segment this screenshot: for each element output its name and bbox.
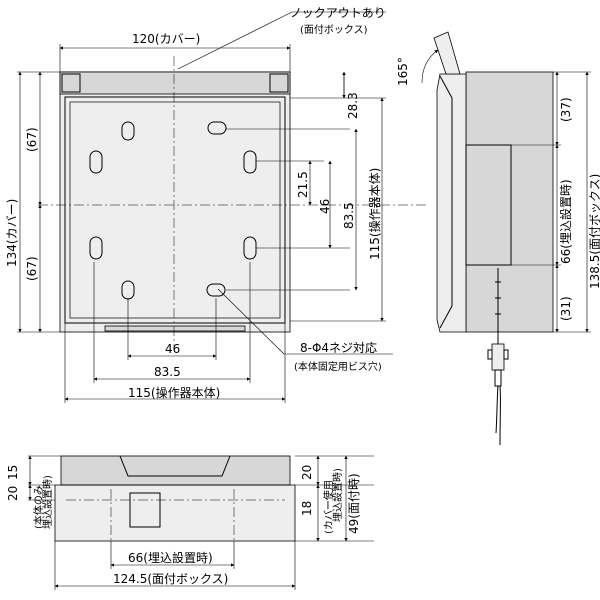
side-lever bbox=[433, 31, 461, 75]
cable-bottom bbox=[495, 385, 501, 446]
bottom-view bbox=[54, 455, 296, 542]
side-front-edge bbox=[439, 75, 453, 329]
side-view: 165° bbox=[396, 31, 554, 446]
side-angle-arc bbox=[421, 49, 439, 84]
screw-label: 8-Φ4ネジ対応 bbox=[300, 341, 377, 355]
slot-mid-left-lower bbox=[89, 236, 103, 260]
knock-out-sub-label: (面付ボックス) bbox=[300, 23, 368, 36]
dim-83-5-h-label: 83.5 bbox=[154, 365, 181, 379]
side-66-label: 66(埋込設置時) bbox=[558, 179, 573, 264]
side-31-label: (31) bbox=[559, 296, 573, 321]
front-inner-panel bbox=[64, 96, 286, 324]
dim-115-v-label: 115(操作器本体) bbox=[367, 168, 382, 260]
front-corner-right bbox=[269, 73, 289, 93]
bottom-dimensions: 20 15 (本体のみ 埋込設置時) 20 18 (カバー使用 埋込設置時) 4… bbox=[6, 455, 374, 590]
bottom-49-label: 49(面付時) bbox=[347, 473, 361, 534]
side-knockout bbox=[465, 144, 512, 266]
slot-mid-right-upper bbox=[243, 150, 257, 174]
bottom-left-note-1: (本体のみ bbox=[32, 485, 45, 529]
bottom-66-label: 66(埋込設置時) bbox=[128, 550, 213, 565]
dim-46-h-label: 46 bbox=[165, 342, 180, 356]
front-dimensions: 120(カバー) 134(カバー) (67) (67) 28.3 21.5 46… bbox=[5, 6, 393, 403]
bottom-18-label: 18 bbox=[300, 501, 314, 516]
connector bbox=[491, 343, 505, 371]
cover-height-label: 134(カバー) bbox=[5, 199, 19, 267]
bottom-15-label: 15 bbox=[6, 465, 20, 480]
bottom-center-port bbox=[129, 492, 161, 528]
slot-top-left bbox=[121, 121, 135, 141]
screw-sub-label: (本体固定用ビス穴) bbox=[294, 360, 382, 373]
bottom-20-right-label: 20 bbox=[300, 465, 314, 480]
front-top-strip bbox=[59, 71, 291, 95]
slot-top-right bbox=[207, 121, 227, 135]
front-outer-cover bbox=[59, 71, 291, 333]
bottom-right-note-1: (カバー使用 bbox=[322, 480, 335, 534]
bottom-body bbox=[54, 484, 296, 542]
dim-28-3-label: 28.3 bbox=[346, 92, 360, 119]
bottom-right-note-2: 埋込設置時) bbox=[331, 468, 344, 522]
front-bottom-strip bbox=[104, 325, 246, 332]
front-view bbox=[38, 56, 428, 348]
bottom-left-note-2: 埋込設置時) bbox=[41, 475, 54, 529]
slot-bottom-right bbox=[206, 283, 226, 297]
slot-mid-left-upper bbox=[89, 150, 103, 174]
side-138-5-label: 138.5(面付ボックス) bbox=[588, 174, 600, 289]
side-dimensions: (37) 66(埋込設置時) (31) 138.5(面付ボックス) bbox=[510, 71, 600, 333]
knock-out-label: ノックアウトあり bbox=[290, 6, 386, 20]
cover-width-label: 120(カバー) bbox=[132, 32, 200, 46]
dim-115-h-label: 115(操作器本体) bbox=[128, 385, 220, 400]
half-height-top-label: (67) bbox=[25, 127, 39, 152]
dim-83-5-v-label: 83.5 bbox=[342, 202, 356, 229]
dim-21-5-label: 21.5 bbox=[296, 171, 310, 198]
bottom-124-5-label: 124.5(面付ボックス) bbox=[113, 572, 228, 586]
front-inner-recess bbox=[69, 101, 281, 319]
side-box bbox=[465, 71, 554, 333]
angle-label: 165° bbox=[396, 57, 410, 86]
bottom-top-plate bbox=[60, 455, 291, 486]
half-height-bottom-label: (67) bbox=[25, 256, 39, 281]
bottom-20-left-label: 20 bbox=[6, 486, 20, 501]
side-37-label: (37) bbox=[559, 97, 573, 122]
front-corner-left bbox=[61, 73, 81, 93]
dim-46-v-label: 46 bbox=[318, 199, 332, 214]
bottom-top-notch bbox=[119, 455, 231, 477]
